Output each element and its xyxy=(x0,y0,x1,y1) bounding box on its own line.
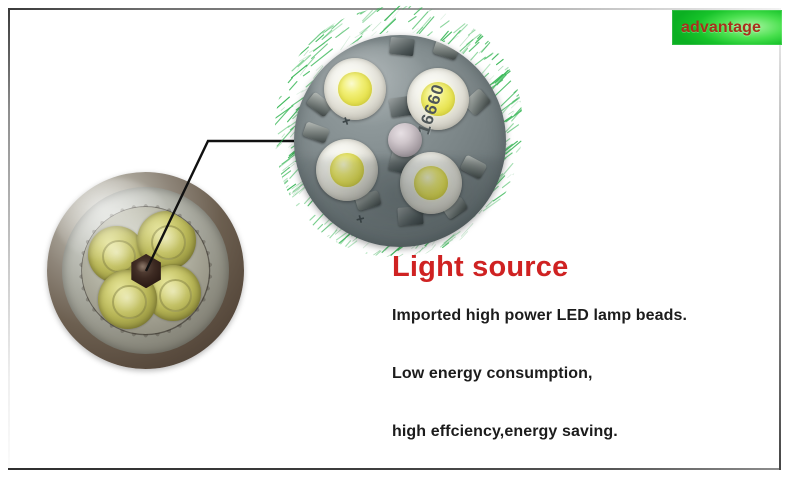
led-phosphor xyxy=(338,72,372,106)
light-source-title: Light source xyxy=(392,251,569,283)
feature-line-2: Low energy consumption, xyxy=(392,365,593,383)
advantage-badge-label: advantage xyxy=(681,18,762,36)
frame-border-bottom xyxy=(8,468,781,470)
bulb-metal-ring xyxy=(61,186,230,355)
magnified-led-module: 16660 + + xyxy=(268,2,526,260)
feature-line-3: high effciency,energy saving. xyxy=(392,423,618,441)
led-phosphor xyxy=(421,82,455,116)
pcb-clip-5 xyxy=(302,121,330,144)
led-bead-bottom-left xyxy=(316,139,378,201)
led-pcb-disk: 16660 + + xyxy=(294,35,506,247)
pcb-center-boss xyxy=(388,123,422,157)
bulb-outer-shell xyxy=(47,172,244,369)
frame-border-left xyxy=(8,8,10,470)
led-phosphor xyxy=(414,166,448,200)
bulb-reflector-face xyxy=(81,206,210,335)
feature-line-1: Imported high power LED lamp beads. xyxy=(392,306,688,324)
description-text-block: Light source Imported high power LED lam… xyxy=(392,251,752,441)
pcb-clip-8 xyxy=(441,196,469,220)
pcb-polarity-mark-2: + xyxy=(354,210,367,229)
pcb-clip-6 xyxy=(459,154,488,180)
led-phosphor xyxy=(330,153,364,187)
pcb-pad-1 xyxy=(389,36,415,57)
led-bulb-photo xyxy=(47,172,244,369)
pcb-pad-4 xyxy=(397,206,424,226)
frame-border-right xyxy=(779,8,781,470)
led-bead-top-right xyxy=(407,68,469,130)
led-bead-top-left xyxy=(324,58,386,120)
led-bead-bottom-right xyxy=(400,152,462,214)
advantage-badge: advantage xyxy=(672,10,782,45)
pcb-clip-7 xyxy=(354,189,382,212)
